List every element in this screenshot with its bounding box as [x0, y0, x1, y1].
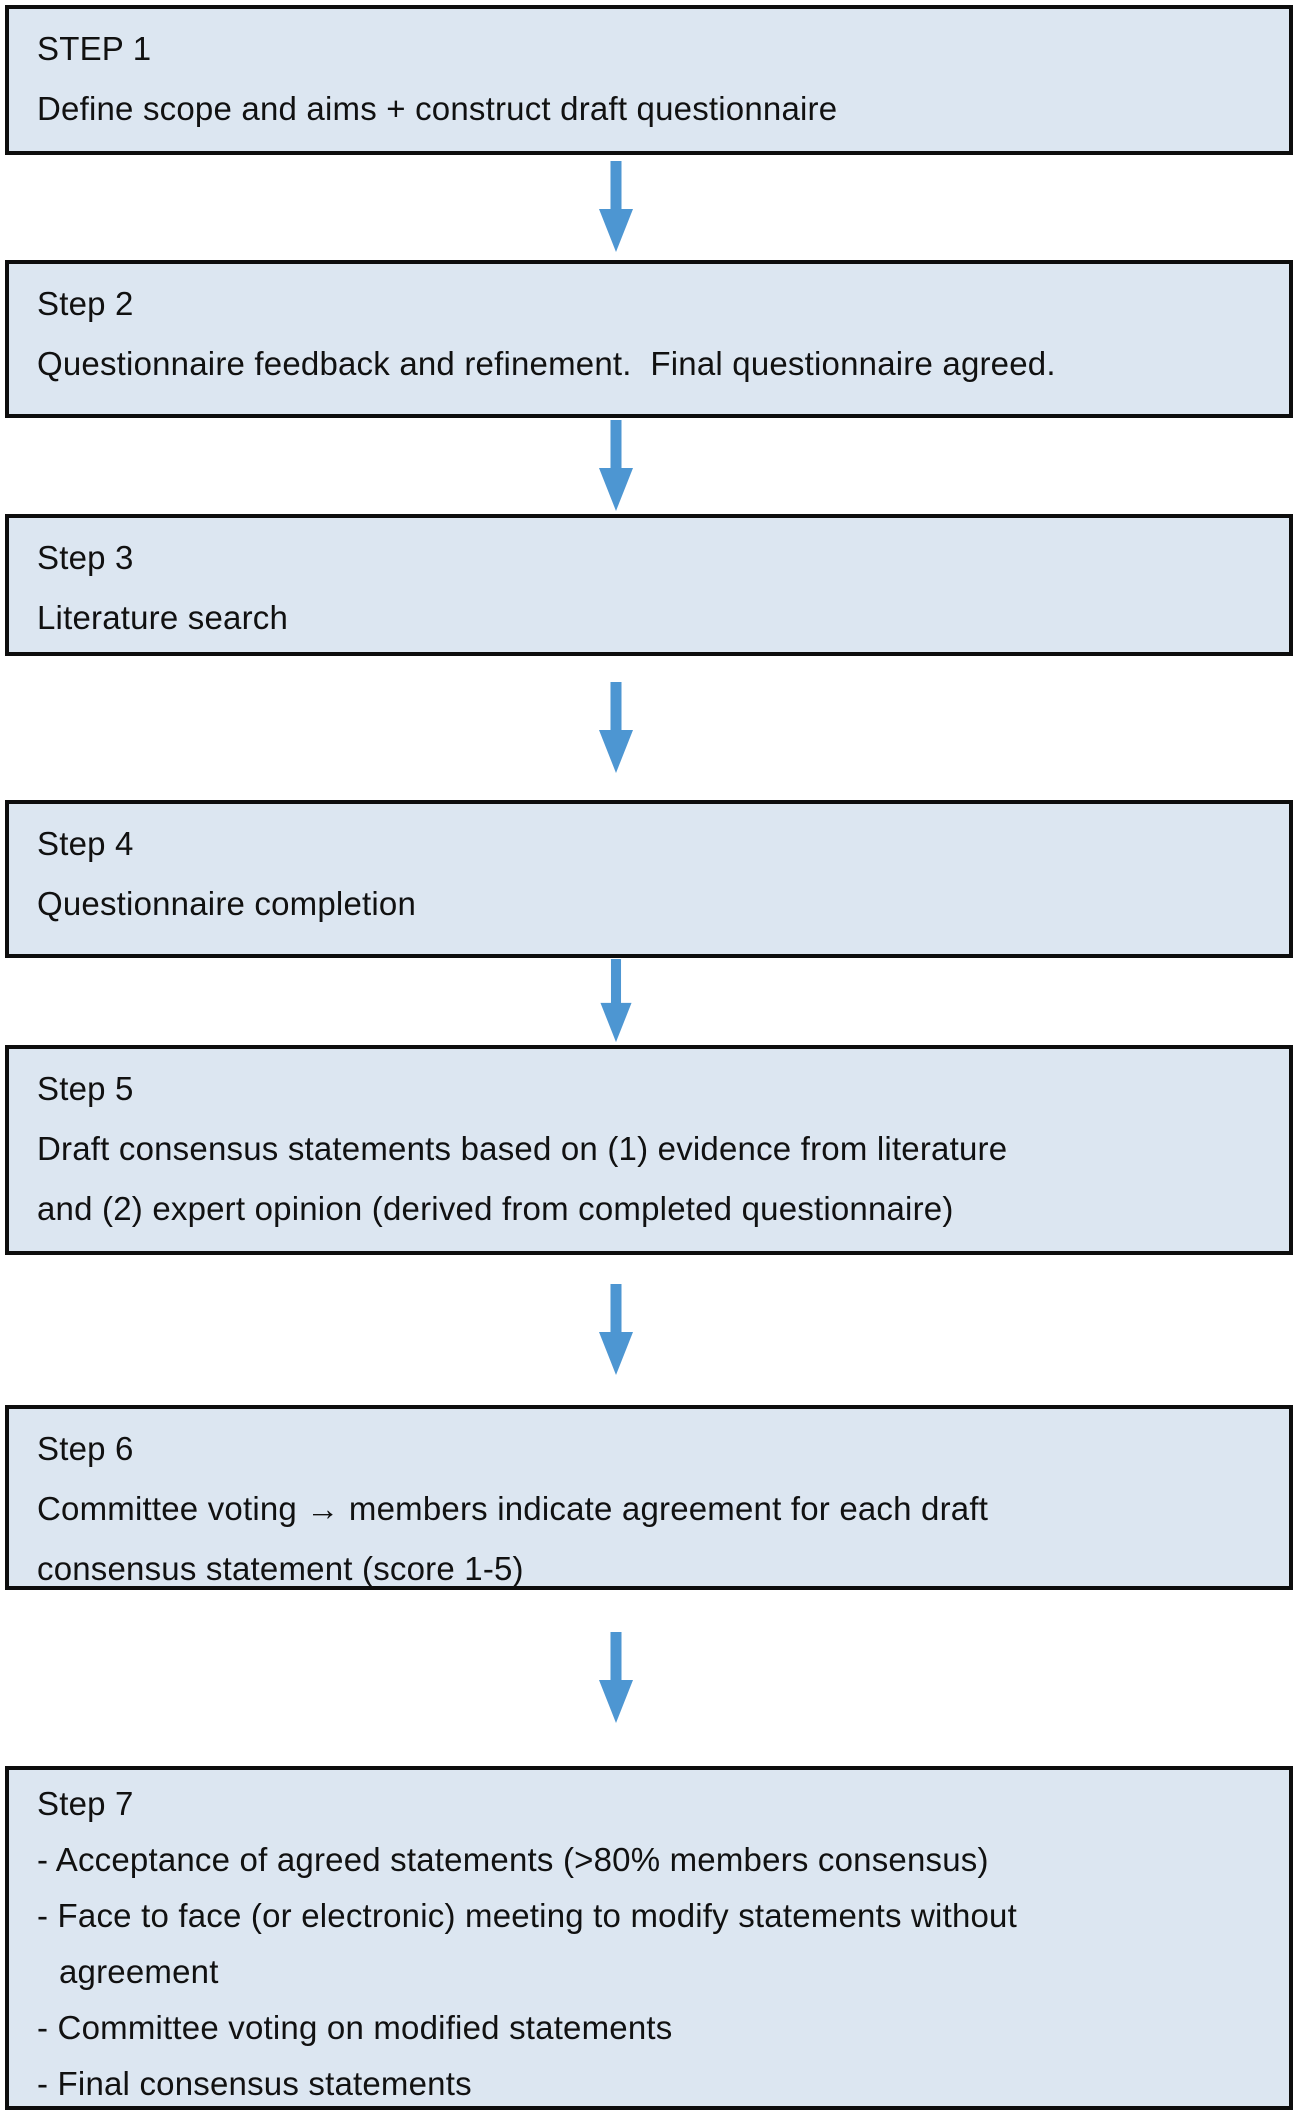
- step-4-box: Step 4 Questionnaire completion: [5, 800, 1293, 958]
- down-arrow-icon: [599, 161, 633, 252]
- flowchart: STEP 1 Define scope and aims + construct…: [5, 5, 1294, 2110]
- step-text-line: Questionnaire completion: [37, 885, 417, 922]
- down-arrow-icon: [599, 681, 633, 773]
- step-title: Step 7: [37, 1785, 134, 1822]
- step-6-box: Step 6 Committee voting → members indica…: [5, 1405, 1293, 1590]
- connector: [5, 656, 1293, 800]
- step-title: STEP 1: [37, 30, 152, 67]
- connector: [5, 958, 1293, 1045]
- step-text-line: agreement: [59, 1953, 219, 1990]
- step-3-box: Step 3 Literature search: [5, 514, 1293, 656]
- down-arrow-icon: [599, 1631, 633, 1723]
- step-text-line: - Final consensus statements: [37, 2065, 472, 2102]
- step-text-line: Questionnaire feedback and refinement. F…: [37, 345, 1056, 382]
- step-title: Step 6: [37, 1430, 134, 1467]
- step-title: Step 5: [37, 1070, 134, 1107]
- step-title: Step 4: [37, 825, 134, 862]
- step-title: Step 3: [37, 539, 134, 576]
- connector: [5, 1255, 1293, 1405]
- down-arrow-icon: [599, 1283, 633, 1375]
- step-2-box: Step 2 Questionnaire feedback and refine…: [5, 260, 1293, 418]
- step-text-line: Define scope and aims + construct draft …: [37, 90, 838, 127]
- step-text-line: Literature search: [37, 599, 289, 636]
- step-text-line: - Acceptance of agreed statements (>80% …: [37, 1841, 989, 1878]
- step-1-box: STEP 1 Define scope and aims + construct…: [5, 5, 1293, 155]
- down-arrow-icon: [600, 959, 632, 1043]
- connector: [5, 418, 1293, 514]
- step-5-box: Step 5 Draft consensus statements based …: [5, 1045, 1293, 1255]
- step-text-line: Committee voting → members indicate agre…: [37, 1490, 989, 1527]
- step-title: Step 2: [37, 285, 134, 322]
- step-text-line: Draft consensus statements based on (1) …: [37, 1130, 1008, 1167]
- connector: [5, 155, 1293, 260]
- connector: [5, 1590, 1293, 1766]
- step-7-box: Step 7 - Acceptance of agreed statements…: [5, 1766, 1293, 2110]
- step-text-line: consensus statement (score 1-5): [37, 1550, 524, 1587]
- step-text-line: - Face to face (or electronic) meeting t…: [37, 1897, 1017, 1934]
- down-arrow-icon: [599, 419, 633, 511]
- step-text-line: and (2) expert opinion (derived from com…: [37, 1190, 954, 1227]
- step-text-line: - Committee voting on modified statement…: [37, 2009, 673, 2046]
